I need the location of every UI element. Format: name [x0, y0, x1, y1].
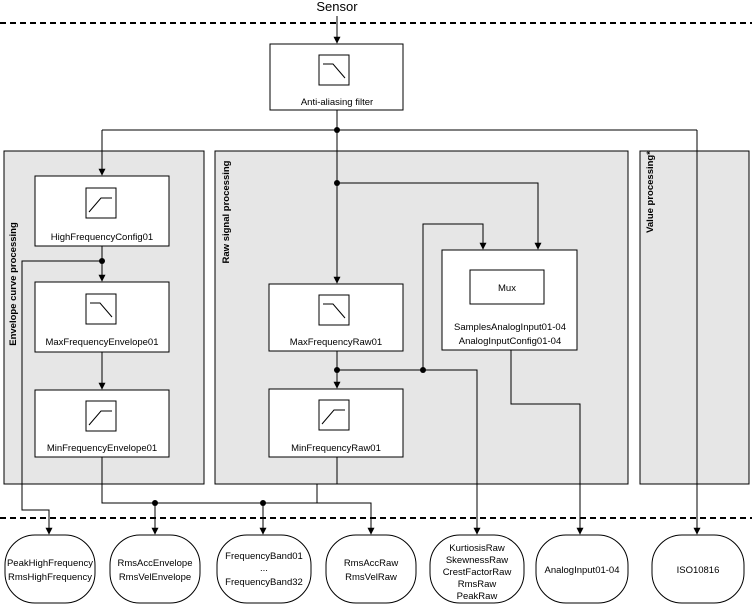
- max-frequency-envelope-block: MaxFrequencyEnvelope01: [34, 281, 170, 353]
- svg-text:RmsAccEnvelope: RmsAccEnvelope: [118, 558, 193, 569]
- svg-text:RmsVelRaw: RmsVelRaw: [345, 572, 397, 583]
- low-pass-filter-icon: [323, 303, 346, 319]
- anti-aliasing-filter-block: Anti-aliasing filter: [269, 43, 404, 111]
- svg-text:AnalogInput01-04: AnalogInput01-04: [544, 565, 619, 576]
- min-frequency-raw-block: MinFrequencyRaw01: [268, 388, 404, 458]
- max-frequency-raw-block: MaxFrequencyRaw01: [268, 283, 404, 352]
- output-node: FrequencyBand01 ... FrequencyBand32: [216, 534, 312, 604]
- output-node: RmsAccEnvelope RmsVelEnvelope: [109, 534, 201, 604]
- svg-text:FrequencyBand32: FrequencyBand32: [225, 577, 303, 588]
- mux-label: Mux: [498, 283, 516, 294]
- to-peak-high-frequency-arrow: [21, 260, 102, 535]
- svg-text:SkewnessRaw: SkewnessRaw: [446, 555, 508, 566]
- svg-text:RmsVelEnvelope: RmsVelEnvelope: [119, 572, 191, 583]
- high-pass-filter-icon: [88, 410, 112, 426]
- to-mux-arrow-b: [337, 223, 487, 371]
- max-frequency-envelope-label: MaxFrequencyEnvelope01: [45, 337, 158, 348]
- high-pass-filter-icon: [88, 197, 112, 213]
- max-frequency-raw-label: MaxFrequencyRaw01: [290, 337, 382, 348]
- svg-text:CrestFactorRaw: CrestFactorRaw: [443, 567, 512, 578]
- to-analog-input-arrow: [510, 350, 584, 535]
- output-node: RmsAccRaw RmsVelRaw: [325, 534, 417, 604]
- low-pass-filter-icon: [90, 302, 113, 318]
- envelope-processing-label: Envelope curve processing: [8, 222, 19, 346]
- connection-wires: [21, 16, 701, 535]
- svg-text:ISO10816: ISO10816: [677, 565, 720, 576]
- raw-output-wire: [316, 457, 338, 503]
- output-node: ISO10816: [651, 534, 745, 604]
- sensor-label: Sensor: [316, 0, 358, 14]
- svg-text:KurtiosisRaw: KurtiosisRaw: [449, 543, 505, 554]
- value-processing-label: Value processing*: [645, 151, 656, 233]
- to-statistics-arrow: [423, 369, 481, 535]
- value-processing-region: Value processing*: [639, 150, 750, 485]
- svg-text:FrequencyBand01: FrequencyBand01: [225, 551, 303, 562]
- svg-text:RmsRaw: RmsRaw: [458, 579, 497, 590]
- low-pass-filter-icon: [323, 63, 346, 79]
- min-frequency-envelope-label: MinFrequencyEnvelope01: [47, 443, 157, 454]
- svg-text:PeakHighFrequency: PeakHighFrequency: [7, 558, 93, 569]
- svg-text:...: ...: [260, 563, 268, 574]
- junction-dots: [99, 127, 426, 506]
- to-mux-arrow-a: [337, 182, 542, 250]
- output-node: KurtiosisRaw SkewnessRaw CrestFactorRaw …: [429, 534, 525, 604]
- svg-text:RmsAccRaw: RmsAccRaw: [344, 558, 399, 569]
- high-frequency-config-block: HighFrequencyConfig01: [34, 175, 170, 247]
- envelope-output-wire: [101, 457, 375, 535]
- raw-signal-processing-label: Raw signal processing: [221, 160, 232, 263]
- anti-aliasing-filter-label: Anti-aliasing filter: [301, 97, 373, 108]
- mux-block: Mux SamplesAnalogInput01-04 AnalogInputC…: [441, 249, 578, 351]
- svg-text:RmsHighFrequency: RmsHighFrequency: [8, 572, 92, 583]
- high-pass-filter-icon: [321, 409, 345, 425]
- min-frequency-envelope-block: MinFrequencyEnvelope01: [34, 389, 170, 458]
- mux-config-label: AnalogInputConfig01-04: [459, 336, 561, 347]
- output-node: PeakHighFrequency RmsHighFrequency: [4, 534, 96, 604]
- mux-samples-label: SamplesAnalogInput01-04: [454, 322, 566, 333]
- svg-text:PeakRaw: PeakRaw: [457, 591, 498, 602]
- output-node: AnalogInput01-04: [535, 534, 629, 604]
- high-frequency-config-label: HighFrequencyConfig01: [51, 232, 153, 243]
- min-frequency-raw-label: MinFrequencyRaw01: [291, 443, 381, 454]
